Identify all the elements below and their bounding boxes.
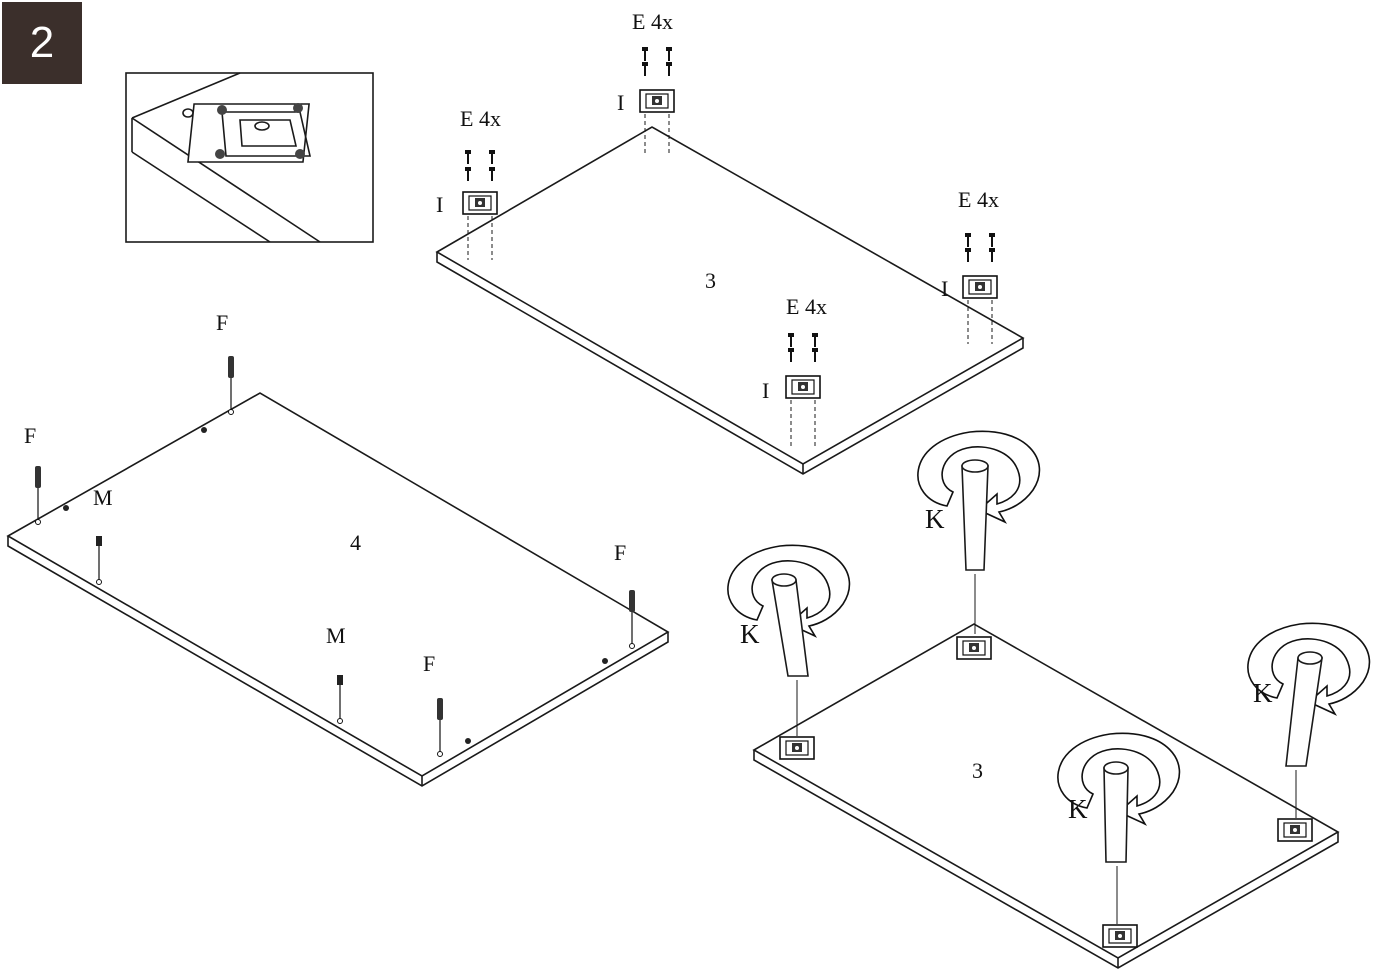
fitting-top-right: E 4x I <box>941 187 999 344</box>
pin-label: M <box>326 623 346 648</box>
screw-count-label: E 4x <box>632 9 673 34</box>
bracket-label: I <box>617 90 624 115</box>
leg-label: K <box>925 504 945 534</box>
leg-left: K <box>727 544 851 736</box>
leg-front: K <box>1057 732 1181 924</box>
screw-count-label: E 4x <box>958 187 999 212</box>
screw-count-label: E 4x <box>460 106 501 131</box>
fitting-top-center: E 4x I <box>617 9 675 155</box>
dowel-label: F <box>24 423 36 448</box>
detail-inset <box>125 72 374 243</box>
dowel-label: F <box>216 310 228 335</box>
bracket-label: I <box>436 192 443 217</box>
leg-right: K <box>1247 622 1371 818</box>
leg-back: K <box>917 430 1041 634</box>
left-board-fasteners: F F F F M M <box>24 310 636 758</box>
left-board: 4 <box>6 392 670 787</box>
step-number-badge: 2 <box>2 2 82 84</box>
dowel-label: F <box>614 540 626 565</box>
fitting-top-front: E 4x I <box>762 294 827 448</box>
leg-label: K <box>1068 794 1088 824</box>
bottom-board-number: 3 <box>972 758 983 783</box>
top-board-number: 3 <box>705 268 716 293</box>
bottom-right-board: 3 <box>752 623 1340 969</box>
left-board-number: 4 <box>350 530 361 555</box>
pin-label: M <box>93 485 113 510</box>
dowel-label: F <box>423 651 435 676</box>
screw-count-label: E 4x <box>786 294 827 319</box>
leg-label: K <box>1253 678 1273 708</box>
step-number: 2 <box>29 18 55 67</box>
top-board: 3 <box>435 126 1025 475</box>
bracket-label: I <box>941 276 948 301</box>
bracket-label: I <box>762 378 769 403</box>
fitting-top-left: E 4x I <box>436 106 501 260</box>
leg-label: K <box>740 619 760 649</box>
